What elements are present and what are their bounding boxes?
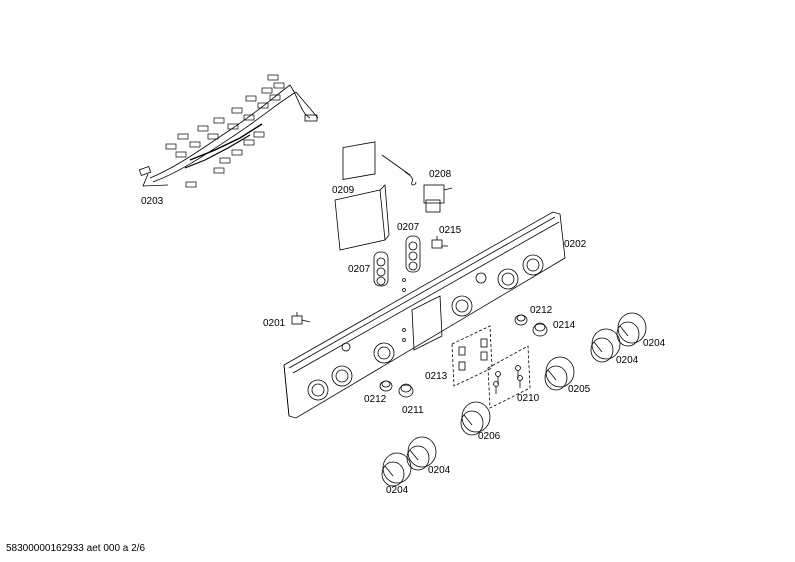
label-0204-b: 0204 <box>616 355 639 366</box>
spring-group <box>451 325 493 387</box>
label-0215: 0215 <box>439 225 462 236</box>
control-panel <box>283 211 566 419</box>
knob-0204-a <box>616 312 647 347</box>
label-0207-right: 0207 <box>397 222 420 233</box>
knob-0204-d <box>381 452 412 487</box>
label-0207-left: 0207 <box>348 264 371 275</box>
connector <box>291 312 311 325</box>
thermostat <box>381 154 453 213</box>
label-0205: 0205 <box>568 384 591 395</box>
label-0201: 0201 <box>263 318 286 329</box>
cap-0211 <box>398 383 414 398</box>
label-0204-c: 0204 <box>428 465 451 476</box>
document-id-footer: 58300000162933 aet 000 a 2/6 <box>6 543 146 554</box>
label-0206: 0206 <box>478 431 501 442</box>
screws <box>493 365 523 394</box>
label-0208: 0208 <box>429 169 452 180</box>
lamp-holder-right <box>514 314 528 326</box>
rotary-switch-right <box>405 235 421 273</box>
rotary-switch-left <box>373 251 389 287</box>
label-0203: 0203 <box>141 196 164 207</box>
knob-0204-b <box>590 328 621 363</box>
springs <box>458 338 488 371</box>
wiring-harness <box>138 74 319 188</box>
lamp-holder-left <box>379 380 393 392</box>
label-0211: 0211 <box>402 405 424 416</box>
label-0214: 0214 <box>553 320 576 331</box>
screw-group <box>487 345 531 409</box>
label-0209: 0209 <box>332 185 355 196</box>
knob-0205 <box>544 356 575 391</box>
label-0204-a: 0204 <box>643 338 666 349</box>
small-switch <box>431 236 448 249</box>
label-0210: 0210 <box>517 393 540 404</box>
label-0212-right: 0212 <box>530 305 553 316</box>
label-0204-d: 0204 <box>386 485 409 496</box>
display-module <box>334 141 390 251</box>
label-0213: 0213 <box>425 371 448 382</box>
knob-0206 <box>460 401 491 436</box>
cap-0214 <box>532 322 548 337</box>
label-0202: 0202 <box>564 239 587 250</box>
label-0212-left: 0212 <box>364 394 387 405</box>
